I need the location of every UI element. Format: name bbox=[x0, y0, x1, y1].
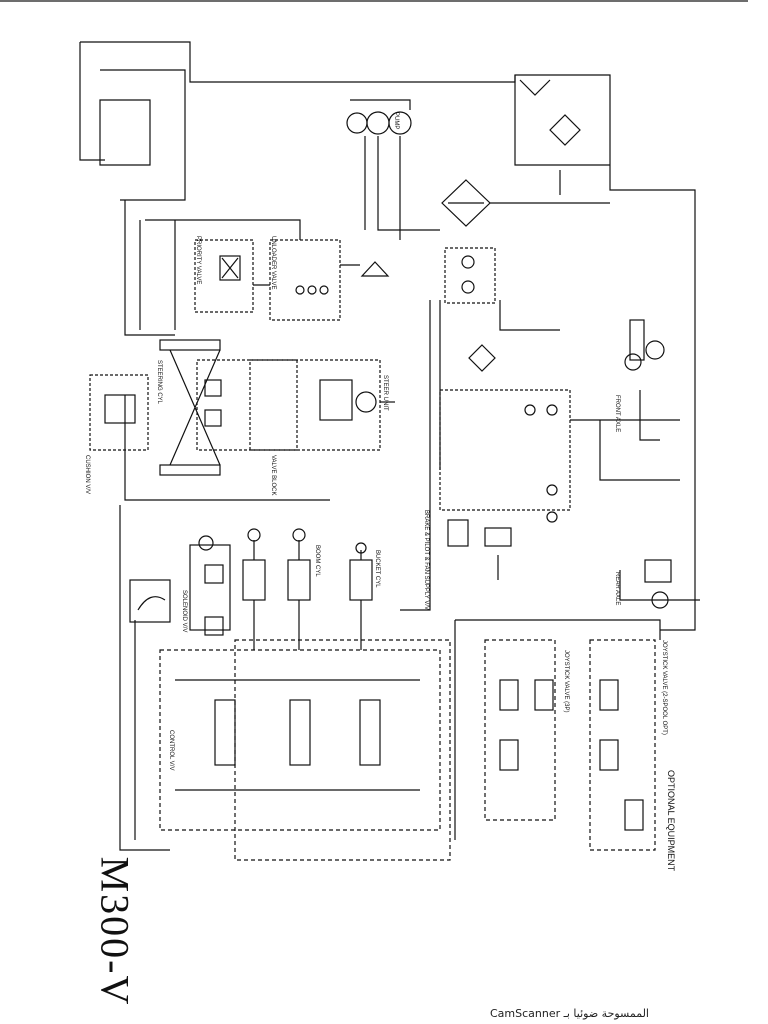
steering-cyl-label: STEERING CYL bbox=[156, 360, 162, 405]
control-valve-label: CONTROL V/V bbox=[168, 730, 174, 770]
steer-unit-label: STEER UNIT bbox=[382, 375, 388, 411]
front-axle-label: FRONT AXLE bbox=[614, 395, 620, 432]
joystick-valve-2-label: JOYSTICK VALVE (2-SPOOL OPT) bbox=[661, 640, 667, 735]
optional-equipment-label: OPTIONAL EQUIPMENT bbox=[666, 770, 676, 872]
rear-axle-label: REAR AXLE bbox=[614, 572, 620, 605]
priority-valve-label: PRIORITY VALVE bbox=[195, 236, 201, 284]
brake-pilot-label: BRAKE & PILOT & FAN SUPPLY V/V bbox=[423, 510, 429, 610]
camscanner-watermark: CamScanner الممسوحة ضوئيا بـ bbox=[490, 1007, 649, 1020]
unloader-valve-label: UNLOADER VALVE bbox=[270, 236, 276, 289]
cushion-valve-label: CUSHION V/V bbox=[84, 455, 90, 494]
boom-cyl-label: BOOM CYL bbox=[314, 545, 320, 577]
solenoid-valve-label: SOLENOID V/V bbox=[181, 590, 187, 632]
valve-block-label: VALVE BLOCK bbox=[270, 455, 276, 495]
top-border-rule bbox=[0, 0, 748, 2]
model-title: M300-V bbox=[92, 856, 138, 1007]
joystick-valve-label: JOYSTICK VALVE (3P) bbox=[563, 650, 569, 712]
pump-label: PUMP bbox=[393, 112, 399, 129]
bucket-cyl-label: BUCKET CYL bbox=[374, 550, 380, 588]
